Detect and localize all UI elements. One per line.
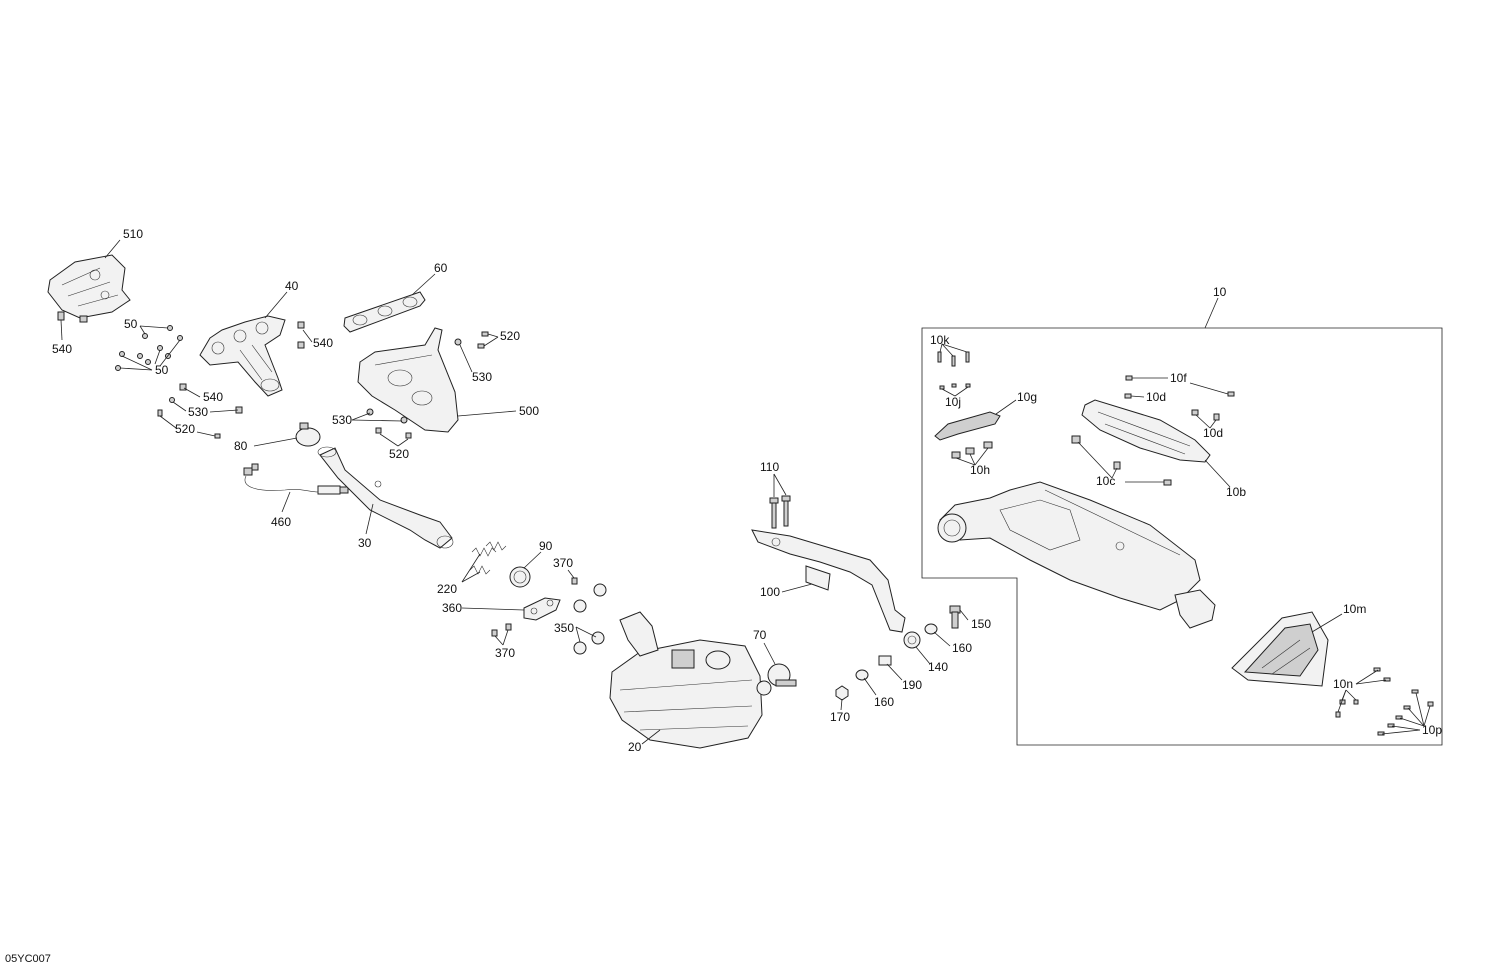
callout-60: 60 [434,261,448,275]
screws-10p[interactable] [1377,689,1434,736]
callout-10n: 10n [1333,677,1353,691]
bolt-520-d[interactable] [157,409,163,417]
callout-160-a: 160 [952,641,972,655]
bracket-10g[interactable] [934,411,1001,441]
callout-10d-a: 10d [1146,390,1166,404]
callout-10: 10 [1213,285,1227,299]
bolts-110[interactable] [769,495,791,529]
spacer-190[interactable] [878,655,892,666]
nut-170[interactable] [835,685,849,701]
callout-360: 360 [442,601,462,615]
washer-530-c[interactable] [400,416,408,424]
clamp-70[interactable] [767,663,797,687]
callout-50-b: 50 [155,363,169,377]
callout-190: 190 [902,678,922,692]
callout-10h: 10h [970,463,990,477]
washer-530-d[interactable] [169,397,175,403]
oxygen-sensor-460[interactable] [243,463,349,495]
callout-10g: 10g [1017,390,1037,404]
callout-370-b: 370 [495,646,515,660]
muffler-20[interactable] [609,611,772,749]
callout-110: 110 [760,460,779,474]
bolt-520-c[interactable] [405,432,412,439]
clips-10c[interactable] [1071,435,1172,486]
callout-520-c: 520 [175,422,195,436]
callout-30: 30 [358,536,372,550]
callout-530-b: 530 [332,413,352,427]
callout-10c: 10c [1096,474,1115,488]
bolt-150[interactable] [949,605,961,629]
callout-10f: 10f [1170,371,1187,385]
callout-530-a: 530 [472,370,492,384]
callout-10p: 10p [1422,723,1442,737]
callout-90: 90 [539,539,553,553]
clamp-80[interactable] [295,422,321,447]
exhaust-pipe-30[interactable] [317,446,454,549]
washer-530-a[interactable] [454,338,462,346]
callout-160-b: 160 [874,695,894,709]
callout-10k: 10k [930,333,950,347]
tip-cover-10m[interactable] [1231,611,1329,687]
seal-ring-90[interactable] [509,566,531,588]
nut-10d-a[interactable] [1124,393,1132,399]
gasket-60[interactable] [343,291,426,333]
bolts-370-b[interactable] [491,623,512,637]
silencer-10[interactable] [937,481,1216,629]
bracket-360[interactable] [523,597,561,621]
diagram-reference-code: 05YC007 [5,953,51,965]
bolt-520-b[interactable] [375,427,382,434]
callout-370-a: 370 [553,556,573,570]
callout-10m: 10m [1343,602,1366,616]
callout-170: 170 [830,710,850,724]
bolts-50[interactable] [115,325,183,371]
callout-10d-b: 10d [1203,426,1223,440]
callout-460: 460 [271,515,291,529]
washer-160-a[interactable] [924,623,938,635]
callout-140: 140 [928,660,948,674]
callout-540-a: 540 [52,342,72,356]
bolt-370-a[interactable] [571,577,578,585]
grommets-350[interactable] [573,583,607,655]
callout-10b: 10b [1226,485,1246,499]
callout-10j: 10j [945,395,961,409]
callout-510: 510 [123,227,143,241]
heat-shield-500[interactable] [357,327,459,433]
silencer-cover-10b[interactable] [1081,399,1211,463]
callout-40: 40 [285,279,299,293]
callout-220: 220 [437,582,457,596]
mounting-bracket-100[interactable] [751,529,906,633]
callout-350: 350 [554,621,574,635]
heat-shield-510[interactable] [47,254,131,319]
washer-160-b[interactable] [855,669,869,681]
callout-100: 100 [760,585,780,599]
screws-10k[interactable] [937,351,970,367]
callout-520-b: 520 [389,447,409,461]
callout-80: 80 [234,439,248,453]
callout-20: 20 [628,740,642,754]
nut-540-b[interactable] [297,321,305,349]
callout-50-a: 50 [124,317,138,331]
callout-530-c: 530 [188,405,208,419]
nuts-10d-b[interactable] [1191,409,1220,421]
callout-540-c: 540 [203,390,223,404]
screws-10n[interactable] [1335,667,1391,718]
bolts-520-a[interactable] [477,331,489,349]
callout-150: 150 [971,617,991,631]
callout-520-a: 520 [500,329,520,343]
assembly-10-frame [921,327,1443,746]
callout-500: 500 [519,404,539,418]
exhaust-manifold-40[interactable] [199,315,286,397]
springs-220[interactable] [469,541,507,575]
callout-540-b: 540 [313,336,333,350]
callout-70: 70 [753,628,767,642]
bolt-520-e[interactable] [214,433,221,439]
bushing-140[interactable] [903,631,921,649]
